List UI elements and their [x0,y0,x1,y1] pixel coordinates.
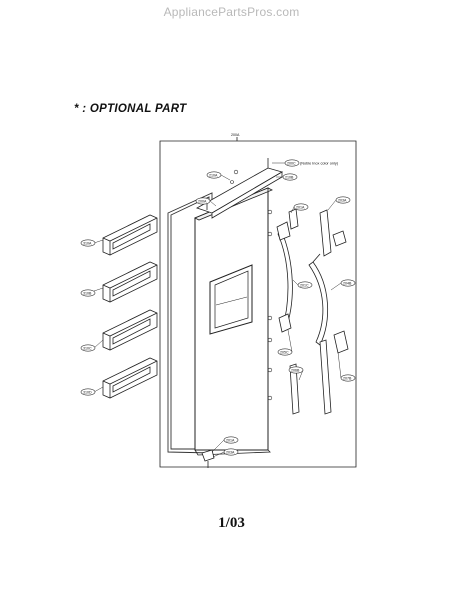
upper-trim [288,208,347,257]
door-bin-3 [102,309,158,351]
callout-201a-hinge: 201A [226,438,235,442]
optional-part-note: * : OPTIONAL PART [74,103,187,115]
callout-203a-top: 203A [338,198,347,202]
callout-201c: 201C [300,283,309,287]
assembly-callout: 200A [231,133,240,137]
callout-201a-top: 201A [296,205,305,209]
lower-trim [289,330,349,415]
callout-310b: 310B [83,291,92,295]
assembly-bracket [159,137,357,468]
bin-leaders [93,239,104,393]
door-handle-inner [276,221,293,333]
callout-207b: 207B [343,376,352,380]
door-bin-1 [102,214,158,256]
callout-203a-hinge: 203A [226,450,235,454]
callout-210b: 210B [285,175,294,179]
callout-210a: 210A [209,173,218,177]
callout-206b: 206B [291,368,300,372]
page-number: 1/03 [218,515,245,531]
callout-310c: 310C [83,346,92,350]
callout-310a: 310A [83,241,92,245]
bottom-hinge [201,449,215,468]
callout-205c: 205C [280,350,289,354]
callout-310d: 310D [83,390,92,394]
watermark: AppliancePartsPros.com [163,5,300,19]
callout-note: (Noble Inox color only) [300,161,339,165]
door-screws [230,169,273,401]
door-handle-outer [308,253,329,351]
door-bin-4 [102,357,158,399]
dispenser-recess [209,264,253,335]
callout-200c: 200C [287,161,296,165]
callout-leaders [209,162,342,458]
callout-markers [80,159,356,456]
door-bin-2 [102,261,158,303]
callout-204b: 204B [343,281,352,285]
callout-200a-small: 200A [198,199,207,203]
door-panel [194,187,273,456]
